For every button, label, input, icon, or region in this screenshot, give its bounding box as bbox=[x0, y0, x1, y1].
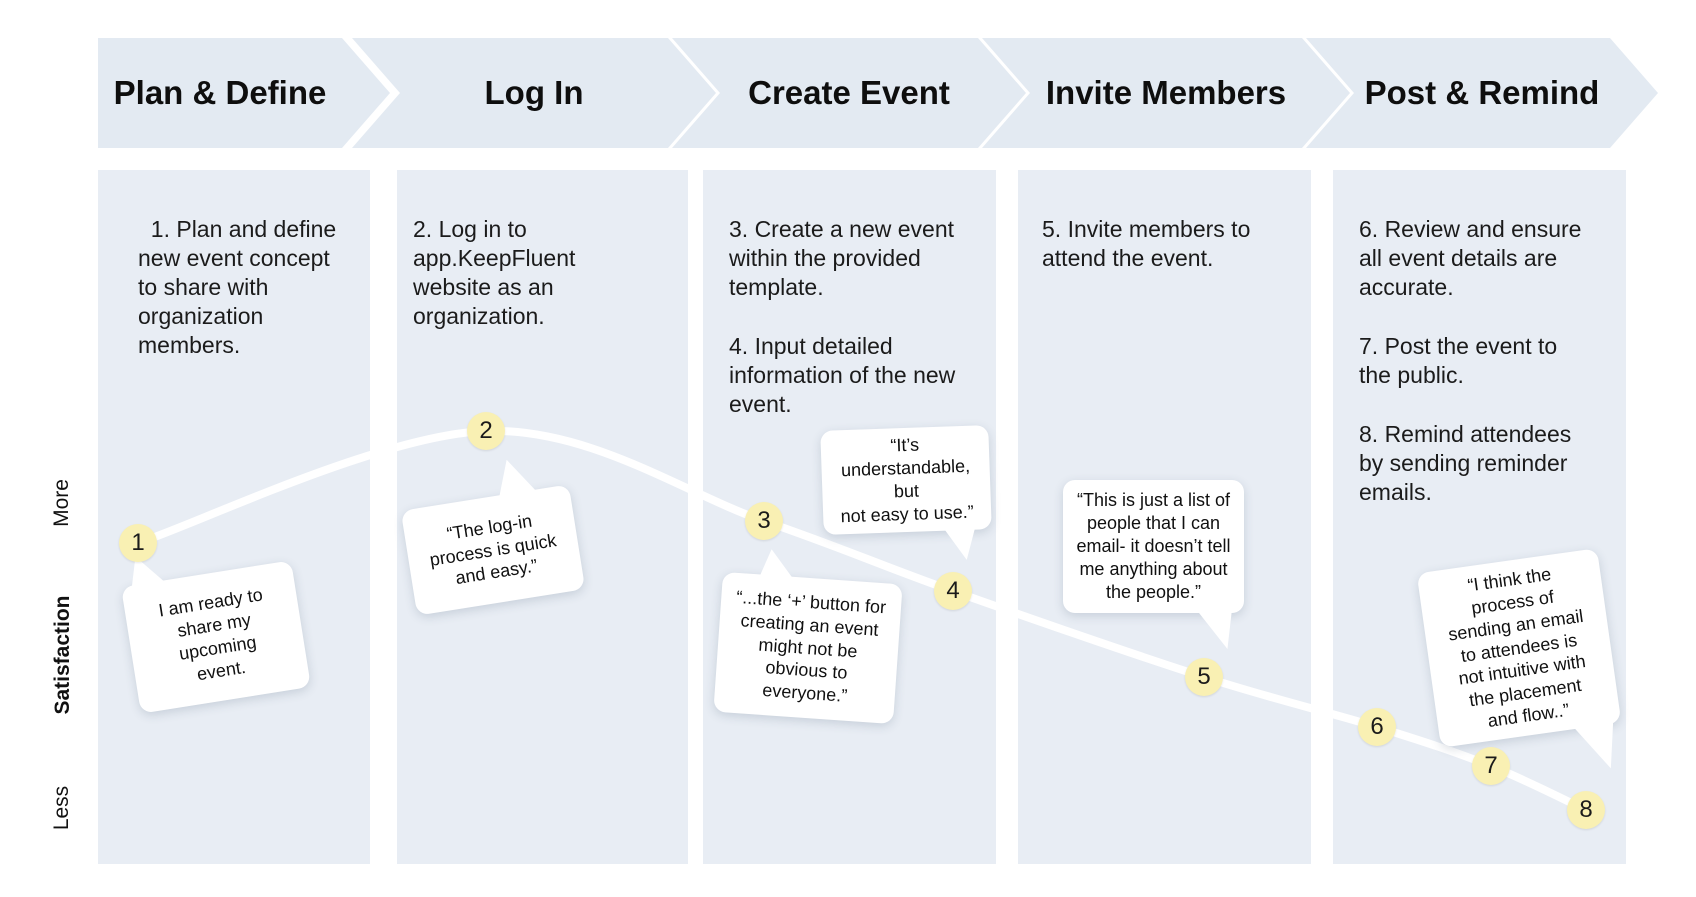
journey-point-8: 8 bbox=[1567, 791, 1605, 829]
step-text: 5. Invite members to attend the event. bbox=[1042, 216, 1251, 271]
column-plan-define: 1. Plan and define new event concept to … bbox=[98, 170, 370, 864]
quote-text: “The log-in process is quick and easy.” bbox=[428, 510, 558, 589]
journey-point-6: 6 bbox=[1358, 708, 1396, 746]
journey-point-4: 4 bbox=[934, 572, 972, 610]
quote-text: “This is just a list of people that I ca… bbox=[1076, 490, 1231, 602]
phase-arrow-log-in: Log In bbox=[352, 38, 716, 148]
axis-label-satisfaction: Satisfaction bbox=[51, 595, 74, 715]
step-text: 3. Create a new event within the provide… bbox=[729, 216, 955, 300]
quote-text: “...the ‘+’ button for creating an event… bbox=[735, 586, 887, 707]
quote-text: “I think the process of sending an email… bbox=[1446, 563, 1587, 732]
axis-label-less: Less bbox=[50, 785, 73, 831]
journey-point-5: 5 bbox=[1185, 658, 1223, 696]
phase-arrow-create-event: Create Event bbox=[672, 38, 1026, 148]
quote-bubble-5: “This is just a list of people that I ca… bbox=[1063, 480, 1244, 649]
phase-label: Post & Remind bbox=[1364, 74, 1600, 111]
quote-bubble-4: “It’s understandable, but not easy to us… bbox=[820, 425, 992, 535]
phase-label: Plan & Define bbox=[113, 74, 327, 111]
phase-label: Log In bbox=[484, 74, 584, 111]
quote-bubble-8: “I think the process of sending an email… bbox=[1416, 548, 1622, 748]
phase-label: Invite Members bbox=[1045, 74, 1287, 111]
step-text: 7. Post the event to the public. bbox=[1359, 332, 1558, 388]
quote-bubble-3: “...the ‘+’ button for creating an event… bbox=[713, 572, 903, 725]
quote-text: “It’s understandable, but not easy to us… bbox=[840, 434, 975, 527]
axis-label-more: More bbox=[50, 479, 73, 527]
step-text: 6. Review and ensure all event details a… bbox=[1359, 216, 1582, 300]
phase-arrow-post-remind: Post & Remind bbox=[1306, 38, 1658, 148]
step-text: 1. Plan and define new event concept to … bbox=[138, 216, 337, 358]
quote-bubble-1: I am ready to share my upcoming event. bbox=[121, 560, 311, 714]
phase-arrow-invite-members: Invite Members bbox=[982, 38, 1350, 148]
phase-arrow-plan-define: Plan & Define bbox=[98, 38, 390, 148]
quote-text: I am ready to share my upcoming event. bbox=[157, 584, 265, 685]
journey-point-3: 3 bbox=[745, 502, 783, 540]
journey-point-2: 2 bbox=[467, 412, 505, 450]
journey-point-7: 7 bbox=[1472, 747, 1510, 785]
step-text: 4. Input detailed information of the new… bbox=[729, 332, 956, 417]
journey-point-1: 1 bbox=[119, 524, 157, 562]
step-text: 8. Remind attendees by sending reminder … bbox=[1359, 420, 1572, 505]
step-text: 2. Log in to app.KeepFluent website as a… bbox=[413, 216, 576, 329]
phase-label: Create Event bbox=[748, 74, 950, 111]
